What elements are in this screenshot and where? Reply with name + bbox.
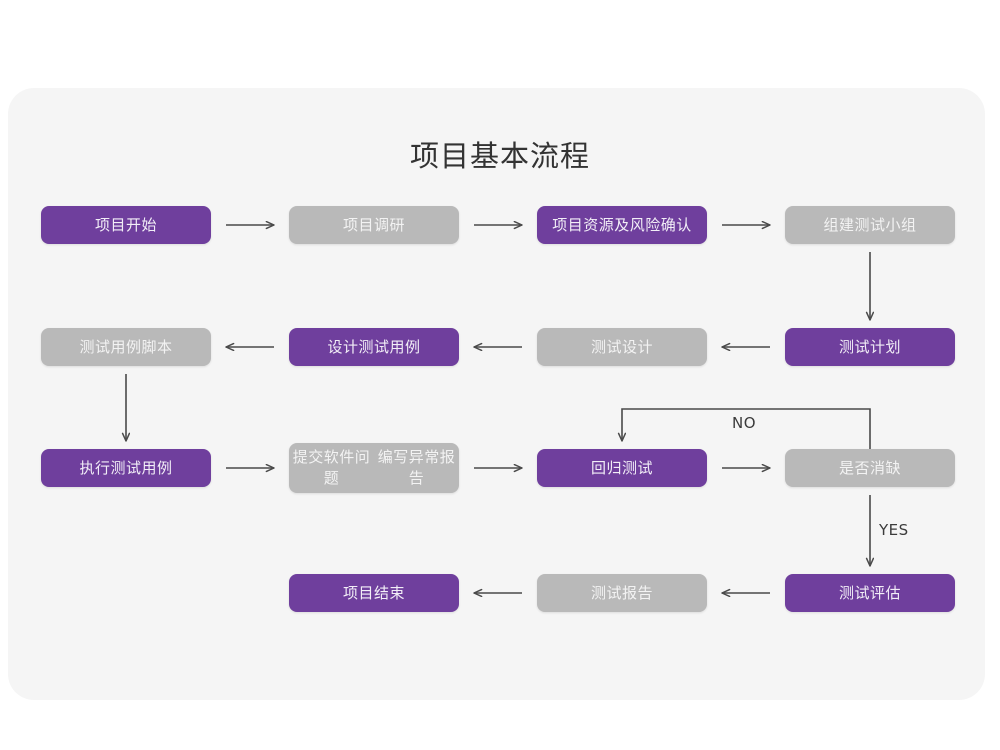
node-label: 设计测试用例	[327, 337, 421, 356]
node-label: 测试报告	[590, 583, 653, 602]
node-n12[interactable]: 是否消缺	[785, 449, 955, 487]
node-label: 项目开始	[94, 215, 157, 234]
edge-label-yes: YES	[879, 521, 909, 539]
node-n1[interactable]: 项目开始	[41, 206, 211, 244]
node-label: 执行测试用例	[79, 458, 173, 477]
node-n14[interactable]: 测试报告	[537, 574, 707, 612]
node-n8[interactable]: 测试计划	[785, 328, 955, 366]
node-n4[interactable]: 组建测试小组	[785, 206, 955, 244]
node-label: 测试计划	[838, 337, 901, 356]
node-label: 组建测试小组	[823, 215, 917, 234]
node-n11[interactable]: 回归测试	[537, 449, 707, 487]
node-n13[interactable]: 项目结束	[289, 574, 459, 612]
node-label: 回归测试	[590, 458, 653, 477]
node-n10[interactable]: 提交软件问题编写异常报告	[289, 443, 459, 493]
node-n7[interactable]: 测试设计	[537, 328, 707, 366]
node-label: 测试用例脚本	[79, 337, 173, 356]
node-label: 项目结束	[342, 583, 405, 602]
edge-label-no: NO	[732, 414, 757, 432]
node-n15[interactable]: 测试评估	[785, 574, 955, 612]
node-label: 项目资源及风险确认	[552, 215, 692, 234]
node-label: 编写异常报告	[377, 448, 456, 487]
page-title: 项目基本流程	[409, 139, 590, 173]
node-n9[interactable]: 执行测试用例	[41, 449, 211, 487]
node-label: 项目调研	[342, 215, 405, 234]
node-n6[interactable]: 设计测试用例	[289, 328, 459, 366]
node-label: 是否消缺	[838, 458, 901, 477]
node-n3[interactable]: 项目资源及风险确认	[537, 206, 707, 244]
node-label: 提交软件问题	[292, 448, 371, 487]
node-n2[interactable]: 项目调研	[289, 206, 459, 244]
node-n5[interactable]: 测试用例脚本	[41, 328, 211, 366]
node-label: 测试设计	[590, 337, 653, 356]
node-label: 测试评估	[838, 583, 901, 602]
